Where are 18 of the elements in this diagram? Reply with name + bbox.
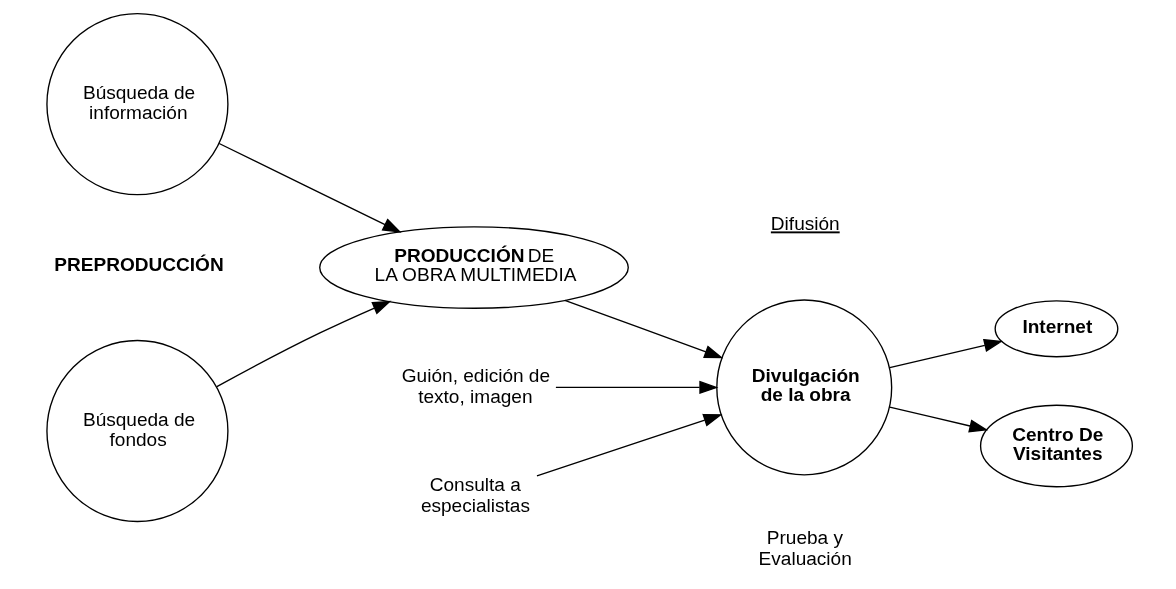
node-circle: Búsqueda de fondos bbox=[46, 339, 229, 523]
node-text: Guión, edición de texto, imagen bbox=[401, 365, 551, 407]
arrow bbox=[555, 380, 719, 395]
arrow bbox=[889, 406, 989, 433]
node-ellipse: Centro De Visitantes bbox=[979, 404, 1134, 488]
arrow bbox=[218, 142, 402, 233]
node-ellipse: Internet bbox=[994, 300, 1119, 358]
node-circle: Divulgación de la obra bbox=[716, 299, 893, 476]
node-circle: Búsqueda de información bbox=[46, 13, 229, 196]
arrow bbox=[889, 338, 1004, 369]
node-text: Consulta a especialistas bbox=[420, 474, 530, 516]
label: Prueba y Evaluación bbox=[758, 527, 852, 569]
arrow bbox=[564, 299, 724, 359]
arrow bbox=[216, 300, 392, 388]
label: PREPRODUCCIÓN bbox=[54, 254, 224, 276]
node-ellipse: PRODUCCIÓN DE LA OBRA MULTIMEDIA bbox=[319, 226, 629, 309]
label: Difusión bbox=[770, 213, 840, 235]
arrow bbox=[536, 413, 723, 477]
